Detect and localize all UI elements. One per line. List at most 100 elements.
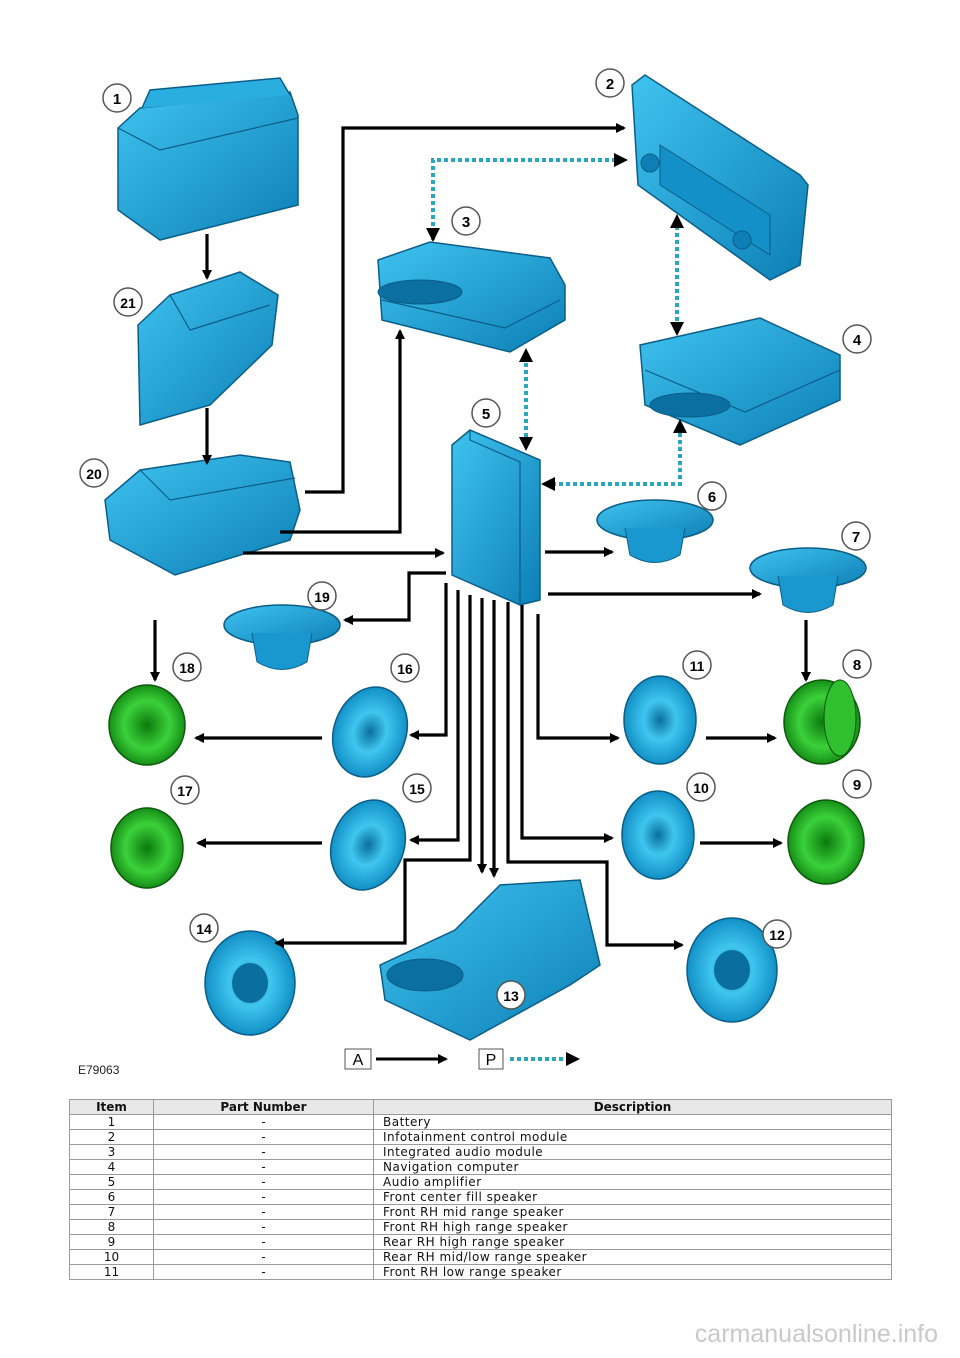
svg-text:19: 19 bbox=[314, 589, 330, 605]
svg-text:A: A bbox=[353, 1052, 364, 1069]
table-row: 1-Battery bbox=[69, 1114, 892, 1130]
callout-19: 19 bbox=[307, 581, 337, 611]
description-cell: Front RH low range speaker bbox=[373, 1264, 892, 1280]
callout-8: 8 bbox=[842, 649, 872, 679]
table-row: 4-Navigation computer bbox=[69, 1159, 892, 1175]
table-row: 9-Rear RH high range speaker bbox=[69, 1234, 892, 1250]
description-cell: Front RH high range speaker bbox=[373, 1219, 892, 1235]
callout-2: 2 bbox=[595, 68, 625, 98]
svg-text:8: 8 bbox=[853, 657, 861, 674]
description-cell: Battery bbox=[373, 1114, 892, 1130]
svg-text:5: 5 bbox=[482, 406, 490, 423]
item-cell: 7 bbox=[69, 1204, 154, 1220]
parts-table: Item Part Number Description 1-Battery 2… bbox=[69, 1099, 892, 1280]
svg-text:21: 21 bbox=[120, 295, 136, 311]
table-row: 8-Front RH high range speaker bbox=[69, 1219, 892, 1235]
speaker-15 bbox=[329, 799, 407, 891]
item-cell: 2 bbox=[69, 1129, 154, 1145]
speaker-7 bbox=[749, 547, 867, 613]
audio-amplifier bbox=[451, 429, 541, 606]
callout-15: 15 bbox=[402, 773, 432, 803]
callout-12: 12 bbox=[762, 919, 792, 949]
table-row: 2-Infotainment control module bbox=[69, 1129, 892, 1145]
header-description: Description bbox=[373, 1099, 892, 1115]
description-cell: Rear RH mid/low range speaker bbox=[373, 1249, 892, 1265]
key-a: A bbox=[344, 1048, 448, 1070]
speaker-16 bbox=[331, 686, 409, 778]
item-cell: 10 bbox=[69, 1249, 154, 1265]
system-diagram: 1 2 3 4 5 6 7 8 9 10 11 12 13 14 15 16 1… bbox=[79, 68, 872, 1070]
callout-18: 18 bbox=[172, 652, 202, 682]
table-header-row: Item Part Number Description bbox=[69, 1099, 892, 1115]
description-cell: Infotainment control module bbox=[373, 1129, 892, 1145]
callout-6: 6 bbox=[697, 481, 727, 511]
description-cell: Front RH mid range speaker bbox=[373, 1204, 892, 1220]
callout-3: 3 bbox=[451, 206, 481, 236]
component-21 bbox=[137, 271, 279, 426]
tweeter-9 bbox=[787, 799, 865, 885]
svg-text:7: 7 bbox=[852, 529, 860, 546]
key-p: P bbox=[478, 1048, 580, 1070]
item-cell: 6 bbox=[69, 1189, 154, 1205]
part-number-cell: - bbox=[153, 1204, 374, 1220]
callout-4: 4 bbox=[842, 324, 872, 354]
description-cell: Rear RH high range speaker bbox=[373, 1234, 892, 1250]
svg-text:16: 16 bbox=[397, 661, 413, 677]
svg-text:1: 1 bbox=[113, 91, 121, 108]
svg-text:20: 20 bbox=[86, 466, 102, 482]
item-cell: 1 bbox=[69, 1114, 154, 1130]
speaker-10 bbox=[621, 790, 695, 880]
subwoofer-13 bbox=[379, 879, 601, 1041]
callout-7: 7 bbox=[841, 521, 871, 551]
item-cell: 11 bbox=[69, 1264, 154, 1280]
item-cell: 5 bbox=[69, 1174, 154, 1190]
part-number-cell: - bbox=[153, 1114, 374, 1130]
callout-17: 17 bbox=[170, 775, 200, 805]
callout-9: 9 bbox=[842, 769, 872, 799]
svg-text:10: 10 bbox=[693, 780, 709, 796]
callout-1: 1 bbox=[102, 83, 132, 113]
part-number-cell: - bbox=[153, 1129, 374, 1145]
svg-text:9: 9 bbox=[853, 777, 861, 794]
callout-14: 14 bbox=[189, 913, 219, 943]
svg-text:12: 12 bbox=[769, 927, 785, 943]
header-item: Item bbox=[69, 1099, 154, 1115]
callout-20: 20 bbox=[79, 458, 109, 488]
audio-connection-arrows bbox=[150, 123, 811, 950]
table-row: 6-Front center fill speaker bbox=[69, 1189, 892, 1205]
callout-16: 16 bbox=[390, 653, 420, 683]
table-row: 11-Front RH low range speaker bbox=[69, 1264, 892, 1280]
data-connection-arrows bbox=[431, 158, 682, 486]
part-number-cell: - bbox=[153, 1219, 374, 1235]
part-number-cell: - bbox=[153, 1249, 374, 1265]
speaker-12 bbox=[686, 917, 778, 1023]
svg-text:4: 4 bbox=[853, 332, 862, 349]
part-number-cell: - bbox=[153, 1234, 374, 1250]
component-20 bbox=[104, 454, 301, 576]
item-cell: 4 bbox=[69, 1159, 154, 1175]
callout-5: 5 bbox=[471, 398, 501, 428]
svg-text:P: P bbox=[486, 1052, 497, 1069]
speaker-11 bbox=[623, 675, 697, 765]
svg-text:14: 14 bbox=[196, 921, 212, 937]
watermark[interactable]: carmanualsonline.info bbox=[694, 1320, 938, 1348]
navigation-computer bbox=[639, 317, 841, 446]
battery-component bbox=[117, 77, 299, 241]
svg-text:6: 6 bbox=[708, 489, 716, 506]
svg-text:2: 2 bbox=[606, 76, 614, 93]
callout-21: 21 bbox=[113, 287, 143, 317]
table-row: 10-Rear RH mid/low range speaker bbox=[69, 1249, 892, 1265]
part-number-cell: - bbox=[153, 1174, 374, 1190]
callout-10: 10 bbox=[686, 772, 716, 802]
part-number-cell: - bbox=[153, 1159, 374, 1175]
svg-text:15: 15 bbox=[409, 781, 425, 797]
table-row: 7-Front RH mid range speaker bbox=[69, 1204, 892, 1220]
infotainment-control-module bbox=[631, 74, 809, 281]
tweeter-17 bbox=[110, 807, 184, 889]
speaker-14 bbox=[204, 930, 296, 1036]
speaker-19 bbox=[223, 604, 341, 670]
callout-11: 11 bbox=[682, 650, 712, 680]
table-row: 5-Audio amplifier bbox=[69, 1174, 892, 1190]
callout-13: 13 bbox=[496, 980, 526, 1010]
item-cell: 9 bbox=[69, 1234, 154, 1250]
